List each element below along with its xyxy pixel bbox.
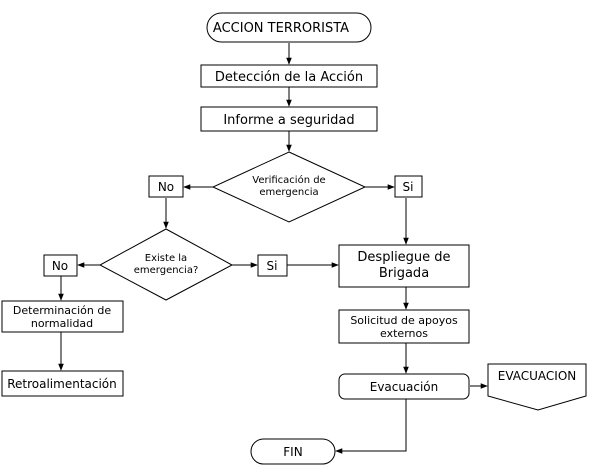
end-terminator: FIN <box>250 438 336 465</box>
feedback-box: Retroalimentación <box>1 370 124 397</box>
report-box: Informe a seguridad <box>200 106 378 132</box>
exists-decision: Existe la emergencia? <box>98 228 234 301</box>
normal-box: Determinación de normalidad <box>1 300 124 333</box>
brigade-label-line2: Brigada <box>379 266 429 281</box>
evac-doc-label: EVACUACION <box>498 369 577 383</box>
si-box-1: Si <box>394 175 423 198</box>
detect-box: Detección de la Acción <box>200 64 378 88</box>
no-box-2: No <box>43 254 78 277</box>
arrow-evac-to-end <box>335 399 407 454</box>
start-label: ACCION TERRORISTA <box>213 21 349 36</box>
exists-label-line1: Existe la <box>145 253 187 264</box>
no-box-1: No <box>148 175 184 198</box>
support-label-line1: Solicitud de apoyos <box>350 314 458 327</box>
evac-doc-shape: EVACUACION <box>487 363 587 411</box>
start-terminator: ACCION TERRORISTA <box>206 12 372 43</box>
evac-label: Evacuación <box>370 380 438 394</box>
si-label-1: Si <box>403 180 414 194</box>
support-box: Solicitud de apoyos externos <box>338 309 470 344</box>
connectors <box>58 43 488 454</box>
no-label-1: No <box>158 180 174 194</box>
no-label-2: No <box>52 259 68 273</box>
exists-label-line2: emergencia? <box>134 265 199 276</box>
si-label-2: Si <box>267 259 278 273</box>
evac-box: Evacuación <box>338 373 470 400</box>
si-box-2: Si <box>257 254 288 277</box>
brigade-label-line1: Despliegue de <box>357 250 450 265</box>
normal-label-line1: Determinación de <box>13 304 111 317</box>
verify-label-line1: Verificación de <box>252 174 325 186</box>
end-label: FIN <box>283 445 302 459</box>
normal-label-line2: normalidad <box>31 317 93 330</box>
feedback-label: Retroalimentación <box>7 377 117 391</box>
detect-label: Detección de la Acción <box>215 70 363 85</box>
verify-label-line2: emergencia <box>259 187 318 198</box>
support-label-line2: externos <box>380 327 428 340</box>
brigade-box: Despliegue de Brigada <box>338 244 470 288</box>
report-label: Informe a seguridad <box>223 113 354 128</box>
verify-decision: Verificación de emergencia <box>211 151 367 223</box>
